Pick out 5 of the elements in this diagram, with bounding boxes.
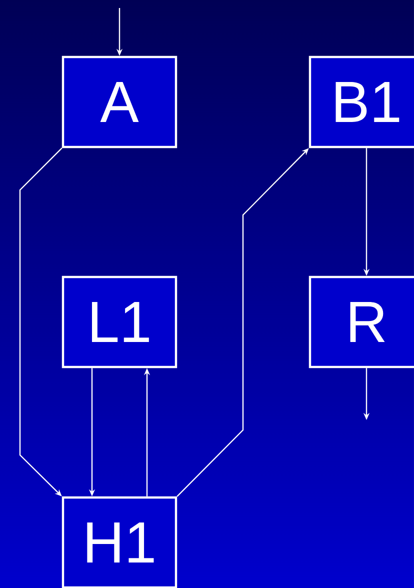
- box: B1: [308, 56, 414, 148]
- box: L1: [62, 276, 178, 368]
- box: H1: [62, 496, 178, 588]
- box: A: [62, 56, 178, 148]
- box: R: [308, 276, 414, 368]
